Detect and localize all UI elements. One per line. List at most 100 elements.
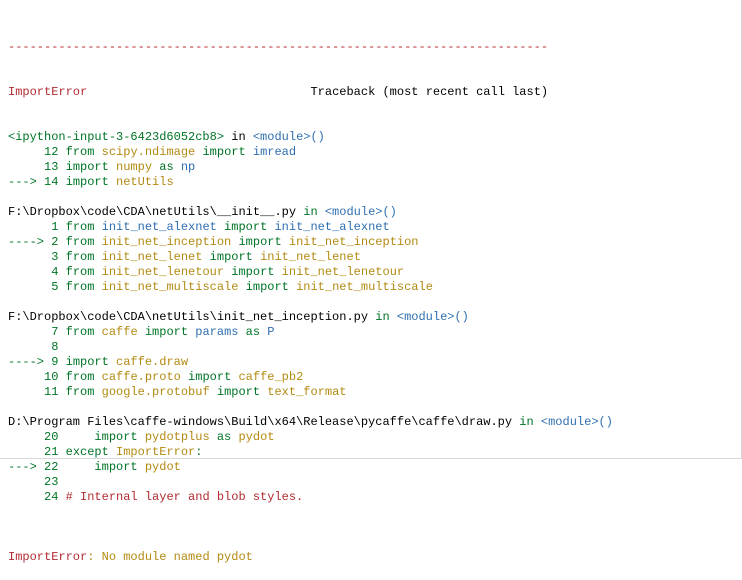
code-line: 20 import pydotplus as pydot	[8, 430, 613, 445]
traceback-frames: <ipython-input-3-6423d6052cb8> in <modul…	[8, 130, 613, 520]
code-token: # Internal layer and blob styles.	[58, 490, 304, 504]
code-token: init_net_lenet	[260, 250, 361, 264]
line-number: 8	[51, 340, 59, 354]
code-token: import	[58, 175, 117, 189]
frame-location: <ipython-input-3-6423d6052cb8> in <modul…	[8, 130, 613, 145]
line-arrow	[8, 490, 44, 504]
code-token: except	[58, 445, 117, 459]
code-token: import	[195, 145, 253, 159]
line-number: 20	[44, 430, 59, 444]
frame-file: <ipython-input-3-6423d6052cb8>	[8, 130, 225, 144]
code-line: 13 import numpy as np	[8, 160, 613, 175]
line-arrow	[8, 280, 51, 294]
code-token: P	[267, 325, 275, 339]
line-arrow	[8, 340, 51, 354]
code-token: netUtils	[116, 175, 174, 189]
traceback-header: ImportError Traceback (most recent call …	[8, 85, 613, 100]
line-number: 5	[51, 280, 59, 294]
frame-location: F:\Dropbox\code\CDA\netUtils\__init__.py…	[8, 205, 613, 220]
code-token: init_net_lenetour	[101, 265, 225, 279]
line-arrow	[8, 265, 51, 279]
code-token: :	[195, 445, 203, 459]
code-token: from	[58, 145, 102, 159]
error-name: ImportError	[8, 85, 88, 99]
frame-parens: ()	[310, 130, 325, 144]
code-token: from	[58, 235, 102, 249]
code-token: caffe.proto	[101, 370, 181, 384]
frame-location: F:\Dropbox\code\CDA\netUtils\init_net_in…	[8, 310, 613, 325]
code-token: caffe.draw	[116, 355, 189, 369]
code-token: import	[238, 280, 297, 294]
code-token: init_net_inception	[288, 235, 419, 249]
blank-line	[8, 295, 613, 310]
code-token: from	[58, 265, 102, 279]
line-number: 12	[44, 145, 59, 159]
separator-line: ----------------------------------------…	[8, 40, 549, 54]
line-arrow	[8, 145, 44, 159]
code-token: caffe	[101, 325, 138, 339]
code-token: init_net_lenetour	[281, 265, 405, 279]
code-token: params	[195, 325, 239, 339]
line-arrow: --->	[8, 460, 45, 474]
code-token: text_format	[267, 385, 347, 399]
code-token: import	[58, 160, 117, 174]
blank-line	[8, 400, 613, 415]
code-token: from	[58, 385, 102, 399]
code-token: import	[58, 460, 145, 474]
code-token: np	[180, 160, 196, 174]
line-arrow	[8, 160, 44, 174]
blank-line	[8, 505, 613, 520]
code-token: init_net_lenet	[101, 250, 203, 264]
line-number: 22	[44, 460, 59, 474]
line-number: 1	[51, 220, 59, 234]
frame-file: F:\Dropbox\code\CDA\netUtils\__init__.py	[8, 205, 297, 219]
frame-file: F:\Dropbox\code\CDA\netUtils\init_net_in…	[8, 310, 369, 324]
traceback-header-right: Traceback (most recent call last)	[310, 85, 549, 99]
line-number: 9	[51, 355, 59, 369]
line-number: 21	[44, 445, 59, 459]
code-line: 7 from caffe import params as P	[8, 325, 613, 340]
code-token: import	[202, 250, 261, 264]
code-line: 24 # Internal layer and blob styles.	[8, 490, 613, 505]
line-arrow	[8, 475, 44, 489]
code-token: pydotplus	[144, 430, 210, 444]
final-error-name: ImportError	[8, 550, 88, 564]
frame-in: in	[368, 310, 397, 324]
code-line: ----> 9 import caffe.draw	[8, 355, 613, 370]
code-token: init_net_multiscale	[101, 280, 239, 294]
line-number: 14	[44, 175, 59, 189]
code-token: import	[58, 355, 117, 369]
code-token: from	[58, 280, 102, 294]
line-arrow: --->	[8, 175, 45, 189]
frame-scope: <module>	[324, 205, 383, 219]
frame-parens: ()	[454, 310, 469, 324]
code-token: import	[231, 235, 289, 249]
line-number: 7	[51, 325, 59, 339]
code-token: import	[224, 265, 282, 279]
code-line: 8	[8, 340, 613, 355]
frame-file: D:\Program Files\caffe-windows\Build\x64…	[8, 415, 513, 429]
line-number: 10	[44, 370, 59, 384]
code-token: import	[209, 385, 268, 399]
line-number: 3	[51, 250, 59, 264]
final-error-message: : No module named pydot	[87, 550, 253, 564]
code-line: 23	[8, 475, 613, 490]
frame-location: D:\Program Files\caffe-windows\Build\x64…	[8, 415, 613, 430]
line-arrow: ---->	[8, 235, 52, 249]
code-line: 1 from init_net_alexnet import init_net_…	[8, 220, 613, 235]
code-token: from	[58, 370, 102, 384]
frame-parens: ()	[598, 415, 613, 429]
frame-scope: <module>	[396, 310, 455, 324]
line-arrow	[8, 220, 51, 234]
code-token: caffe_pb2	[238, 370, 304, 384]
code-token: as	[209, 430, 239, 444]
frame-in: in	[224, 130, 253, 144]
code-token: import	[137, 325, 196, 339]
blank-line	[8, 190, 613, 205]
code-token: init_net_inception	[101, 235, 232, 249]
line-arrow	[8, 250, 51, 264]
code-token: scipy.ndimage	[101, 145, 196, 159]
line-number: 13	[44, 160, 59, 174]
code-line: 3 from init_net_lenet import init_net_le…	[8, 250, 613, 265]
line-arrow	[8, 385, 44, 399]
